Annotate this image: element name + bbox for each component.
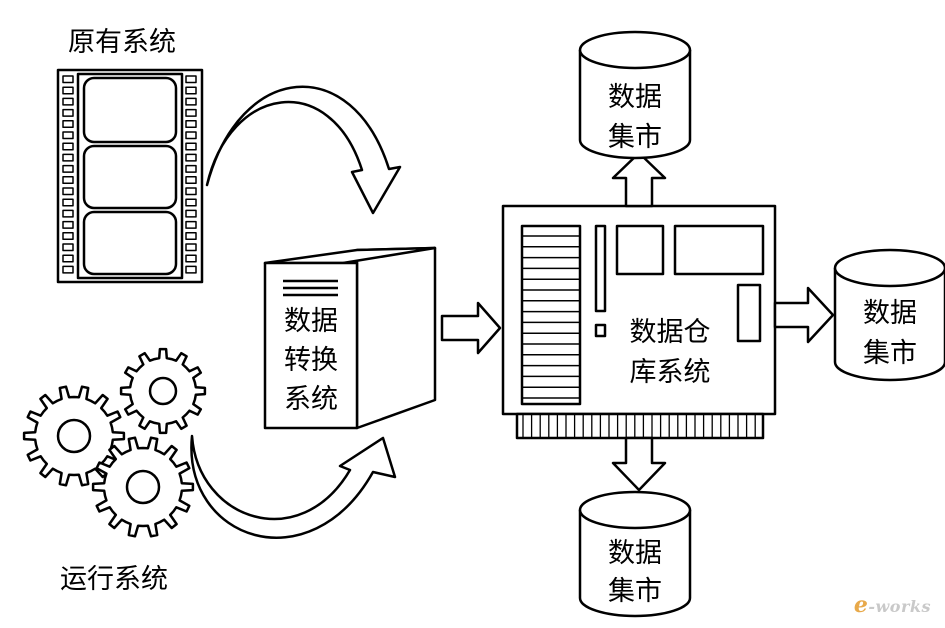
legacy-system-label: 原有系统 bbox=[68, 27, 176, 58]
database-right-icon bbox=[833, 248, 945, 382]
curved-arrow-bottom-icon bbox=[190, 434, 397, 539]
conversion-label-line1: 数据 bbox=[284, 306, 338, 337]
arrow-right-icon bbox=[440, 301, 502, 355]
operational-system-label: 运行系统 bbox=[60, 564, 168, 595]
watermark-logo: e-works bbox=[853, 592, 931, 618]
warehouse-board-icon bbox=[501, 204, 777, 440]
arrow-up-icon bbox=[611, 151, 667, 208]
arrow-right-mart-icon bbox=[773, 286, 835, 344]
mart-top-label-line2: 集市 bbox=[608, 122, 662, 153]
mart-bottom-label-line2: 集市 bbox=[608, 576, 662, 607]
conversion-label-line2: 转换 bbox=[284, 345, 338, 376]
arrow-down-icon bbox=[611, 436, 667, 492]
conversion-server-icon bbox=[263, 246, 437, 430]
database-top-icon bbox=[578, 30, 692, 160]
mart-top-label-line1: 数据 bbox=[608, 82, 662, 113]
warehouse-label-line1: 数据仓 bbox=[630, 317, 711, 348]
conversion-label-line3: 系统 bbox=[284, 384, 338, 415]
curved-arrow-top-icon bbox=[205, 85, 402, 215]
mart-right-label-line1: 数据 bbox=[863, 298, 917, 329]
film-strip-icon bbox=[56, 68, 204, 284]
database-bottom-icon bbox=[578, 490, 692, 618]
gears-icon bbox=[22, 347, 207, 538]
warehouse-label-line2: 库系统 bbox=[630, 357, 711, 388]
mart-bottom-label-line1: 数据 bbox=[608, 538, 662, 569]
mart-right-label-line2: 集市 bbox=[863, 338, 917, 369]
